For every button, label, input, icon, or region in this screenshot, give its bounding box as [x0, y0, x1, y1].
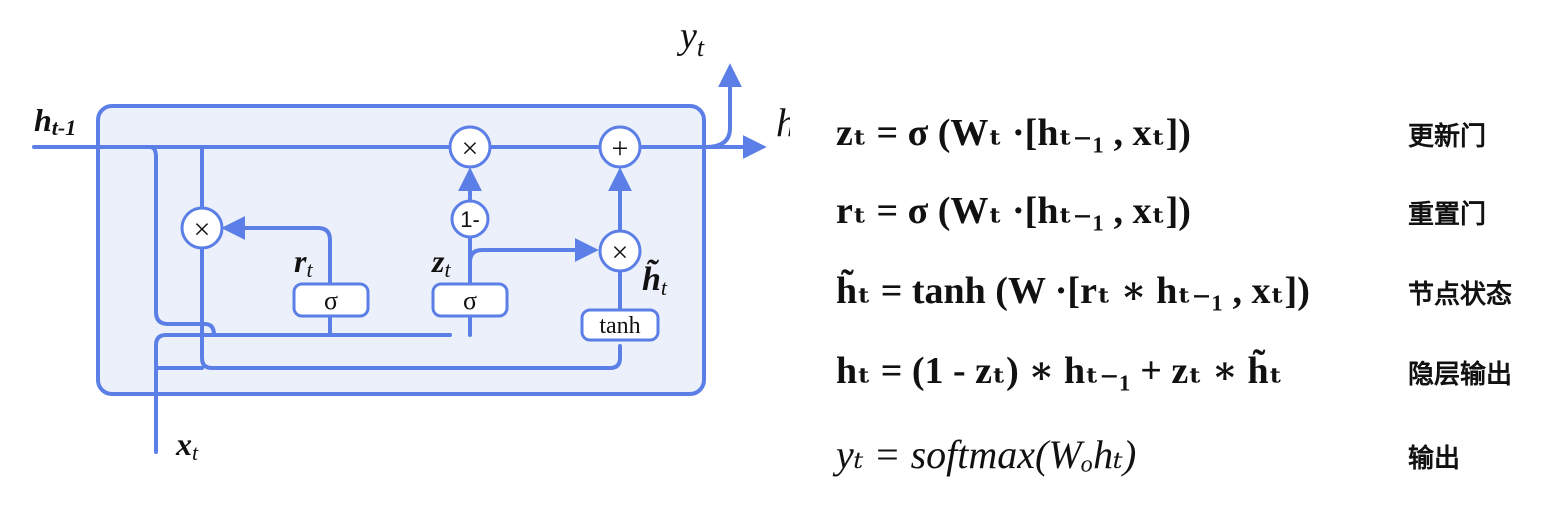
equation-name-candidate: 节点状态	[1408, 280, 1513, 310]
x-input-line	[154, 333, 452, 454]
one-minus-node	[450, 199, 490, 239]
r-gate-label: rt	[294, 243, 313, 282]
sigma-z-box	[431, 282, 509, 318]
sigma-z-label: σ	[463, 286, 477, 315]
equation-name-hidden-output: 隐层输出	[1408, 360, 1513, 390]
r-gate-line	[221, 216, 332, 286]
sigma-r-box	[292, 282, 370, 318]
equation-row-hidden-output: hₜ = (1 - zₜ) ∗ hₜ₋₁ + zₜ ∗ h̃ₜ	[836, 340, 1283, 400]
equation-row-output: yₜ = softmax(Wₒhₜ)	[836, 424, 1136, 484]
equation-candidate: h̃ₜ = tanh (W ·[rₜ ∗ hₜ₋₁ , xₜ])	[836, 270, 1310, 312]
add-symbol: +	[612, 132, 629, 165]
h-prev-label: ht-1	[34, 102, 76, 140]
equation-row-candidate: h̃ₜ = tanh (W ·[rₜ ∗ hₜ₋₁ , xₜ])	[836, 260, 1310, 320]
equation-update-gate: zₜ = σ (Wₜ ·[hₜ₋₁ , xₜ])	[836, 112, 1191, 154]
candidate-multiply-node	[598, 229, 642, 273]
reset-down-line	[200, 247, 622, 370]
z-to-candidate	[468, 238, 599, 264]
equations-panel: zₜ = σ (Wₜ ·[hₜ₋₁ , xₜ]) 更新门 rₜ = σ (Wₜ …	[836, 0, 1556, 514]
equation-output: yₜ = softmax(Wₒhₜ)	[836, 431, 1137, 477]
h-output-label: ht	[776, 100, 790, 152]
equation-row-reset-gate: rₜ = σ (Wₜ ·[hₜ₋₁ , xₜ])	[836, 180, 1191, 240]
equation-reset-gate: rₜ = σ (Wₜ ·[hₜ₋₁ , xₜ])	[836, 190, 1191, 232]
update-multiply-symbol: ×	[462, 132, 479, 165]
equation-name-reset-gate: 重置门	[1408, 200, 1487, 230]
cell-box	[96, 104, 706, 396]
equation-hidden-output: hₜ = (1 - zₜ) ∗ hₜ₋₁ + zₜ ∗ h̃ₜ	[836, 350, 1283, 392]
x-input-label: xt	[175, 426, 199, 465]
z-gate-label: zt	[431, 243, 451, 282]
one-minus-symbol: 1-	[460, 207, 480, 232]
h-tilde-label: h̃t	[642, 260, 668, 300]
update-multiply-node	[448, 125, 492, 169]
sigma-r-label: σ	[324, 286, 338, 315]
equation-name-update-gate: 更新门	[1408, 122, 1487, 152]
equation-row-update-gate: zₜ = σ (Wₜ ·[hₜ₋₁ , xₜ])	[836, 102, 1191, 162]
add-node	[598, 125, 642, 169]
gru-cell-diagram: × × + × 1- σ σ tanh ht-1 xt rt zt h̃t	[32, 15, 790, 465]
tanh-label: tanh	[599, 313, 640, 339]
reset-multiply-node	[180, 206, 224, 250]
reset-multiply-symbol: ×	[194, 213, 211, 246]
equation-name-output: 输出	[1408, 444, 1461, 474]
candidate-multiply-symbol: ×	[612, 236, 629, 269]
y-output-line	[704, 63, 742, 149]
y-output-label: yt	[676, 15, 705, 62]
h-prev-drop-1	[148, 145, 216, 337]
tanh-box	[580, 308, 660, 342]
